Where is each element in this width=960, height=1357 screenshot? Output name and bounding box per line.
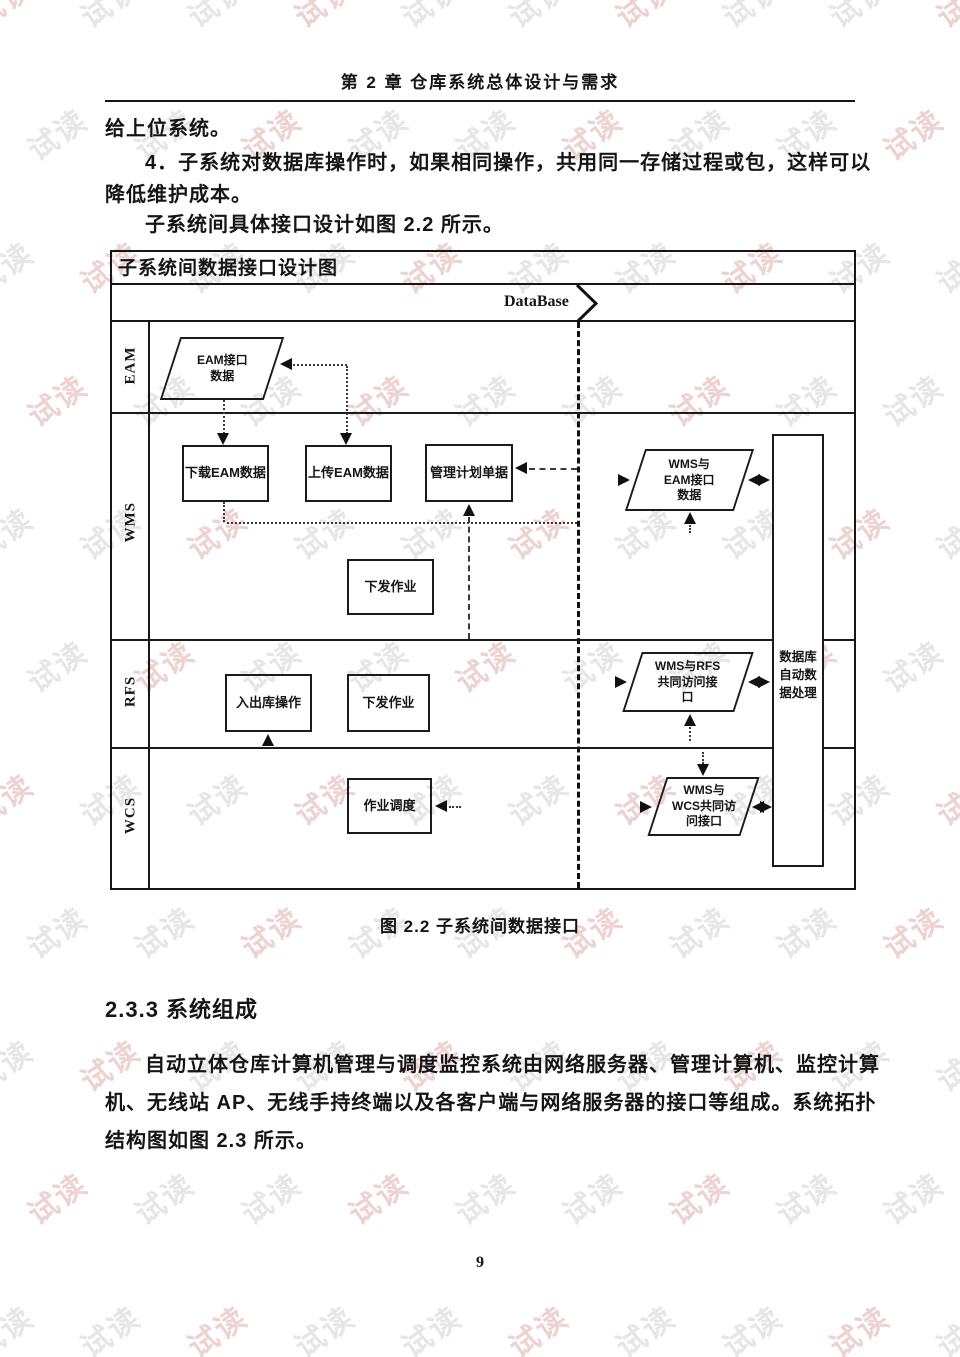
- connector: [689, 525, 691, 533]
- arrow-up-icon: [684, 714, 696, 726]
- node-job-scheduling: 作业调度: [347, 778, 432, 834]
- node-manage-plan-doc: 管理计划单据: [425, 444, 513, 502]
- connector: [449, 806, 461, 808]
- arrow-right-icon: [760, 801, 772, 813]
- intro-line: 降低维护成本。: [105, 184, 252, 206]
- node-wms-dispatch-job: 下发作业: [347, 559, 434, 615]
- connector: [293, 364, 347, 366]
- connector: [223, 502, 225, 522]
- connector: [702, 752, 704, 764]
- connector: [227, 522, 577, 524]
- body-line: 机、无线站 AP、无线手持终端以及各客户端与网络服务器的接口等组成。系统拓扑: [105, 1092, 877, 1114]
- lane-label-column: [112, 322, 150, 888]
- subsystem-interface-diagram: 子系统间数据接口设计图 DataBase EAM WMS RFS WCS EAM…: [110, 250, 856, 890]
- arrow-up-icon: [684, 512, 696, 524]
- arrow-right-icon: [640, 801, 652, 813]
- lane-label-wms: WMS: [122, 502, 139, 543]
- arrow-left-icon: [280, 358, 292, 370]
- diagram-title: 子系统间数据接口设计图: [112, 252, 854, 285]
- connector: [468, 517, 470, 639]
- arrow-right-icon: [758, 474, 770, 486]
- arrow-right-icon: [618, 474, 630, 486]
- connector: [223, 400, 225, 434]
- arrow-right-icon: [615, 676, 627, 688]
- section-heading: 2.3.3 系统组成: [105, 997, 259, 1022]
- lane-divider: [112, 747, 854, 749]
- arrow-left-icon: [515, 462, 527, 474]
- node-in-out-operation: 入出库操作: [225, 674, 312, 732]
- node-download-eam-data: 下载EAM数据: [182, 445, 269, 502]
- database-label: DataBase: [504, 293, 569, 310]
- node-wms-rfs-shared-interface: WMS与RFS 共同访问接 口: [622, 652, 754, 712]
- arrow-down-icon: [217, 433, 229, 445]
- database-dashed-line: [577, 322, 580, 888]
- lane-divider: [112, 412, 854, 414]
- connector: [689, 727, 691, 741]
- chevron-right-icon: [575, 285, 599, 322]
- arrow-up-icon: [463, 504, 475, 516]
- lane-label-eam: EAM: [122, 346, 139, 385]
- database-band: [112, 285, 854, 322]
- node-eam-interface-data: EAM接口 数据: [159, 337, 285, 400]
- body-line: 结构图如图 2.3 所示。: [105, 1130, 317, 1152]
- connector: [529, 468, 577, 470]
- chapter-header: 第 2 章 仓库系统总体设计与需求: [340, 73, 620, 92]
- lane-label-rfs: RFS: [122, 675, 139, 708]
- arrow-left-icon: [748, 676, 760, 688]
- intro-line: 4．子系统对数据库操作时，如果相同操作，共用同一存储过程或包，这样可以: [145, 152, 872, 174]
- body-line: 自动立体仓库计算机管理与调度监控系统由网络服务器、管理计算机、监控计算: [145, 1054, 880, 1076]
- arrow-up-icon: [262, 734, 274, 746]
- node-upload-eam-data: 上传EAM数据: [305, 445, 392, 502]
- page-number: 9: [476, 1254, 484, 1271]
- arrow-right-icon: [758, 676, 770, 688]
- arrow-down-icon: [697, 764, 709, 776]
- intro-line: 子系统间具体接口设计如图 2.2 所示。: [145, 214, 504, 236]
- intro-line: 给上位系统。: [105, 118, 231, 140]
- connector: [346, 366, 348, 434]
- node-wms-eam-interface-data: WMS与 EAM接口 数据: [624, 449, 755, 511]
- node-db-auto-processing: 数据库 自动数 据处理: [772, 434, 824, 867]
- arrow-left-icon: [748, 474, 760, 486]
- lane-divider: [112, 639, 854, 641]
- header-rule: [105, 100, 855, 102]
- node-wms-wcs-shared-interface: WMS与 WCS共同访 问接口: [647, 777, 760, 836]
- lane-label-wcs: WCS: [122, 796, 139, 835]
- arrow-left-icon: [435, 800, 447, 812]
- node-rfs-dispatch-job: 下发作业: [347, 674, 430, 732]
- arrow-down-icon: [340, 433, 352, 445]
- figure-caption: 图 2.2 子系统间数据接口: [379, 917, 581, 936]
